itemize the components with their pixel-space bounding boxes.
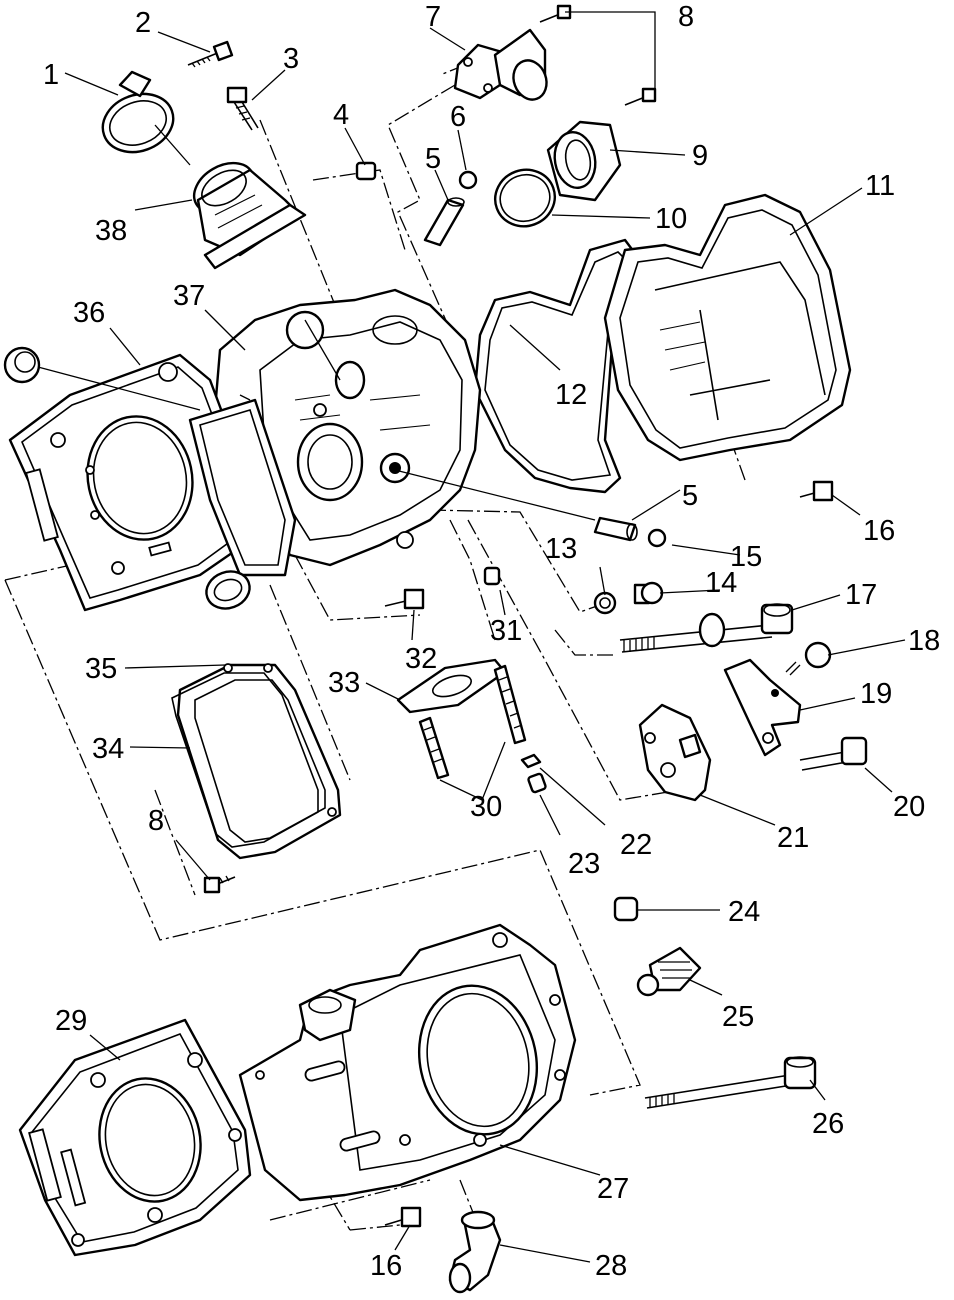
- spring-23-part: [527, 772, 547, 794]
- coolant-outlet-part: [546, 120, 622, 202]
- o-ring-part: [494, 168, 556, 228]
- callout-7: 7: [425, 1, 441, 33]
- callout-15: 15: [730, 541, 762, 573]
- fitting-25-part: [636, 946, 702, 997]
- callout-5b: 5: [682, 480, 698, 512]
- callout-28: 28: [595, 1250, 627, 1282]
- callout-36: 36: [73, 297, 105, 329]
- callout-16b: 16: [370, 1250, 402, 1282]
- side-cover-part: [176, 663, 342, 860]
- callout-33: 33: [328, 667, 360, 699]
- callout-3: 3: [283, 43, 299, 75]
- callout-labels: 1 2 3 4 5 5 6 7 8 8 9 10 11 12 13 14 15 …: [43, 1, 940, 1282]
- callout-14: 14: [705, 567, 737, 599]
- hose-clamp-part: [101, 70, 175, 154]
- callout-23: 23: [568, 848, 600, 880]
- bolt-16-upper-part: [799, 480, 834, 502]
- callout-8a: 8: [678, 1, 694, 33]
- callout-2: 2: [135, 7, 151, 39]
- callout-10: 10: [655, 203, 687, 235]
- callout-1: 1: [43, 59, 59, 91]
- elbow-fitting-part: [448, 1210, 502, 1294]
- dowel-pin-part: [355, 161, 377, 181]
- callout-22: 22: [620, 829, 652, 861]
- nut-6-part: [458, 170, 478, 190]
- callout-27: 27: [597, 1173, 629, 1205]
- callout-30: 30: [470, 791, 502, 823]
- rocker-support-part: [638, 703, 712, 802]
- side-gasket-part: [171, 672, 319, 848]
- plug-14-part: [633, 581, 664, 605]
- cylinder-part: [238, 923, 577, 1202]
- long-bolt-26-part: [644, 1056, 817, 1109]
- pin-31-part: [483, 566, 501, 586]
- bracket-19-part: [723, 658, 802, 757]
- callout-37: 37: [173, 280, 205, 312]
- callout-18: 18: [908, 625, 940, 657]
- stud-30-part: [418, 664, 527, 780]
- screw-8-part: [539, 4, 657, 106]
- callout-4: 4: [333, 99, 349, 131]
- callout-16a: 16: [863, 515, 895, 547]
- callout-32: 32: [405, 643, 437, 675]
- bolt-20-part: [799, 736, 868, 771]
- callout-19: 19: [860, 678, 892, 710]
- valve-guide-lower-part: [593, 516, 667, 548]
- thermostat-housing-part: [453, 28, 548, 101]
- callout-8b: 8: [148, 805, 164, 837]
- callout-26: 26: [812, 1108, 844, 1140]
- base-gasket-part: [18, 1018, 252, 1257]
- callout-29: 29: [55, 1005, 87, 1037]
- callout-13: 13: [545, 533, 577, 565]
- head-side-gasket-part: [188, 398, 297, 610]
- seal-part: [3, 346, 41, 384]
- callout-9: 9: [692, 140, 708, 172]
- leader-lines: [37, 11, 906, 1263]
- callout-35: 35: [85, 653, 117, 685]
- intake-boot-part: [192, 161, 307, 270]
- callout-5a: 5: [425, 143, 441, 175]
- clamp-screw-part: [187, 40, 234, 68]
- callout-21: 21: [777, 822, 809, 854]
- callout-38: 38: [95, 215, 127, 247]
- clip-22-part: [520, 753, 542, 769]
- bolt-16-lower-part: [384, 1206, 422, 1228]
- valve-guide-part: [423, 197, 465, 247]
- callout-25: 25: [722, 1001, 754, 1033]
- washer-13-part: [593, 591, 617, 615]
- callout-34: 34: [92, 733, 124, 765]
- callout-11: 11: [865, 170, 895, 202]
- callout-31: 31: [490, 615, 522, 647]
- dowel-24-part: [613, 896, 639, 922]
- valve-cover-part: [603, 193, 852, 462]
- screw-8-lower-part: [203, 875, 236, 894]
- callout-20: 20: [893, 791, 925, 823]
- bolt-32-part: [384, 588, 425, 610]
- bolt-3-part: [226, 86, 259, 131]
- cap-18-part: [785, 641, 832, 676]
- callout-24: 24: [728, 896, 760, 928]
- callout-12: 12: [555, 379, 587, 411]
- callout-17: 17: [845, 579, 877, 611]
- long-bolt-17-part: [619, 603, 794, 653]
- callout-6: 6: [450, 101, 466, 133]
